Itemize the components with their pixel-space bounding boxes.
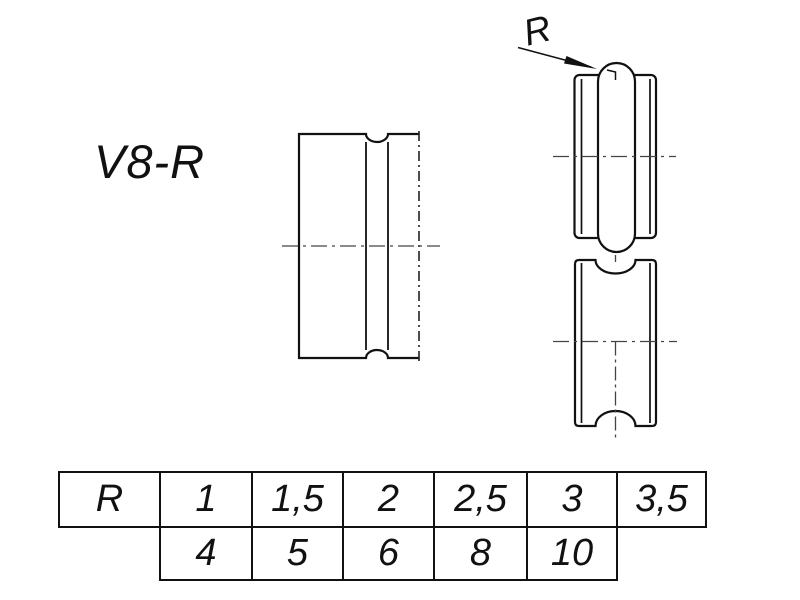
table-cell: 2,5 bbox=[454, 478, 507, 520]
table-cell: 3 bbox=[561, 478, 583, 520]
table-cell: 8 bbox=[469, 532, 492, 574]
table-cell: 6 bbox=[377, 532, 400, 574]
side-view-drawing bbox=[282, 131, 440, 361]
table-cell: 2 bbox=[377, 478, 400, 520]
table-borders bbox=[58, 471, 707, 581]
radius-leader-arrow bbox=[517, 46, 597, 69]
table-cell: 5 bbox=[286, 532, 309, 574]
table-cell: 4 bbox=[195, 532, 217, 574]
table-grid bbox=[58, 471, 707, 581]
bead-roller-bead bbox=[596, 61, 637, 254]
table-cell: 3,5 bbox=[635, 478, 688, 520]
part-name-label: V8-R bbox=[94, 135, 206, 188]
table-cell: 1 bbox=[195, 478, 217, 520]
arrowhead-icon bbox=[564, 56, 597, 69]
table-cell: 1,5 bbox=[271, 478, 324, 520]
bead-roller-drawing bbox=[517, 46, 676, 262]
table-cell: 10 bbox=[550, 532, 594, 574]
radius-tick bbox=[606, 69, 617, 80]
table-header-r: R bbox=[95, 478, 124, 520]
groove-roller-drawing bbox=[553, 258, 677, 440]
side-view-outline bbox=[297, 132, 419, 360]
